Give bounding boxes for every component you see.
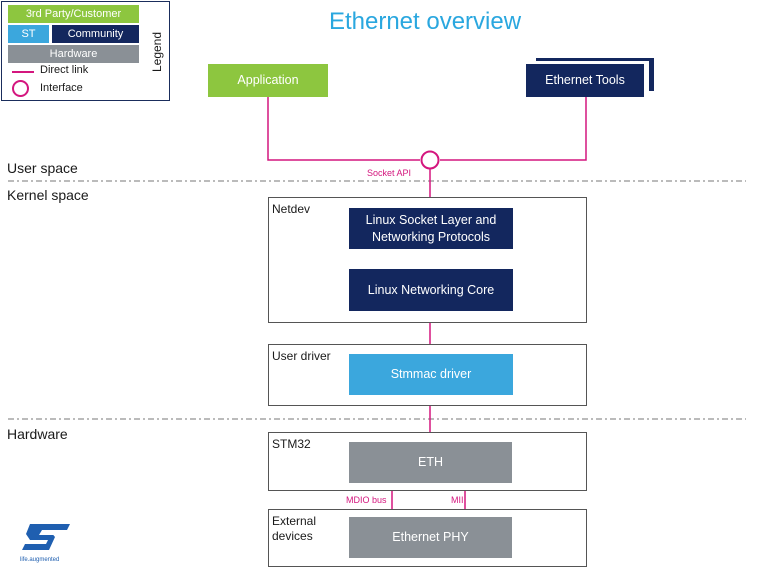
interface-swatch [12,80,29,97]
user-driver-label: User driver [272,349,331,363]
external-devices-line2: devices [272,529,313,543]
application-link [267,97,420,161]
legend-third-party: 3rd Party/Customer [8,5,139,23]
legend-direct-link: Direct link [40,64,89,76]
ethernet-phy-block: Ethernet PHY [349,517,512,558]
ethernet-tools-link [440,97,587,161]
hardware-label: Hardware [7,426,68,442]
socket-api-interface [420,150,440,170]
eth-block: ETH [349,442,512,483]
mii-label: MII [451,495,464,505]
external-devices-label: External devices [272,514,316,544]
legend-interface: Interface [40,82,83,94]
socket-layer-line2: Networking Protocols [371,229,491,244]
stmmac-driver-block: Stmmac driver [349,354,513,395]
legend-st: ST [8,25,49,43]
stm32-label: STM32 [272,437,311,451]
st-logo-tagline: life.augmented [20,557,60,563]
mdio-bus-label: MDIO bus [346,495,387,505]
st-logo: life.augmented [20,522,80,567]
st-logo-icon [22,524,70,550]
networking-core-block: Linux Networking Core [349,269,513,311]
direct-link-swatch [12,71,34,73]
kernel-space-label: Kernel space [7,187,89,203]
legend-heading: Legend [150,31,164,73]
ethernet-tools-block: Ethernet Tools [526,64,644,97]
application-block: Application [208,64,328,97]
page-title: Ethernet overview [328,8,522,35]
external-devices-line1: External [272,514,317,528]
socket-layer-line1: Linux Socket Layer and [365,213,497,228]
legend: 3rd Party/Customer ST Community Hardware… [1,1,170,101]
netdev-label: Netdev [272,202,311,216]
user-space-label: User space [7,160,78,176]
legend-community: Community [52,25,139,43]
socket-api-label: Socket API [367,168,412,178]
socket-layer-block: Linux Socket Layer and Networking Protoc… [349,208,513,249]
legend-hardware: Hardware [8,45,139,63]
